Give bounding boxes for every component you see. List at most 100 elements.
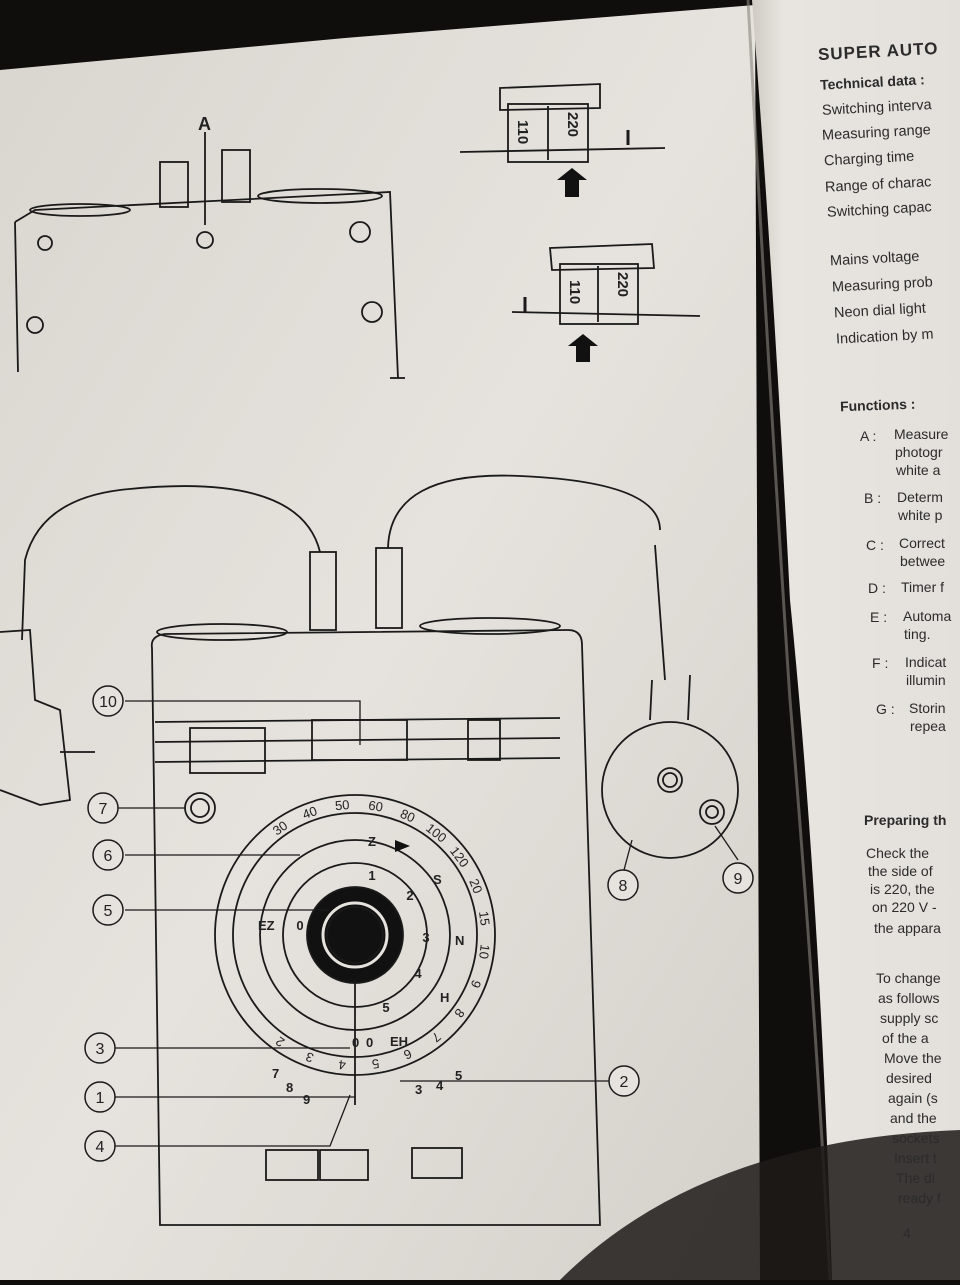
callout-5: 5 (104, 903, 113, 920)
dial-outer-number: 60 (367, 798, 384, 815)
preparing-heading: Preparing th (864, 812, 947, 828)
dial-outer-number: 4 (338, 1057, 347, 1073)
dial-letter-z: Z (368, 834, 376, 849)
change-line: Move the (884, 1050, 942, 1066)
function-line: white a (896, 462, 941, 478)
callout-8: 8 (619, 878, 628, 895)
left-page (0, 5, 760, 1280)
callout-2: 2 (620, 1074, 629, 1091)
probe-drawing (601, 544, 739, 859)
dial-outer-number: 30 (270, 818, 290, 839)
dial-inner-number: 3 (422, 930, 429, 945)
switch-label-220-lower: 220 (614, 272, 631, 297)
function-line: Measure (894, 426, 949, 442)
callout-1: 1 (96, 1090, 105, 1107)
dial-outer-number: 80 (398, 806, 417, 826)
switch-label-110-lower: 110 (566, 280, 583, 304)
dial-letter-h: H (440, 990, 449, 1005)
prep-line: Check the (866, 845, 930, 861)
dial-outer-number: 10 (476, 944, 493, 960)
change-line: sockets (892, 1130, 940, 1146)
callout-6: 6 (104, 848, 113, 865)
bottom-right-digit: 5 (455, 1068, 462, 1083)
dial-outer-number: 5 (371, 1056, 381, 1072)
change-line: again (s (888, 1090, 938, 1106)
function-line: Automa (903, 608, 952, 624)
dial-inner-number: 1 (368, 868, 375, 883)
page-number: 4 (903, 1225, 911, 1241)
voltage-switch-views (459, 83, 701, 325)
function-line: betwee (900, 553, 946, 569)
function-key: D : (868, 580, 886, 596)
callout-leaders (115, 700, 739, 1147)
label-a: A (198, 114, 211, 134)
shadow (560, 1130, 960, 1280)
bottom-left-digit: 7 (272, 1066, 279, 1081)
dial-outer-number: 3 (304, 1049, 316, 1066)
function-key: C : (866, 537, 884, 553)
dial-letter-eh: EH (390, 1034, 408, 1049)
change-line: ready f (898, 1190, 941, 1206)
page-gutter (746, 0, 832, 1281)
bottom-left-digit: 9 (303, 1092, 310, 1107)
dial-outer-number: 20 (466, 876, 485, 895)
dial-inner-number: 0 (296, 918, 303, 933)
switch-label-220-upper: 220 (564, 112, 581, 137)
prep-line: on 220 V - (872, 899, 937, 915)
function-key: A : (860, 428, 877, 444)
bottom-right-digit: 3 (415, 1082, 422, 1097)
prep-line: the appara (874, 920, 941, 936)
counter-digit: 0 (352, 1035, 359, 1050)
functions-heading: Functions : (839, 395, 916, 415)
function-key: B : (864, 490, 882, 506)
dial-letter-ez: EZ (258, 918, 275, 933)
function-key: G : (876, 701, 895, 717)
change-line: as follows (878, 990, 940, 1006)
dial-letter-s: S (433, 872, 442, 887)
dial-outer-number: 15 (476, 910, 493, 926)
function-line: photogr (895, 444, 943, 460)
function-line: ting. (904, 626, 931, 642)
callout-7: 7 (99, 801, 108, 818)
function-key: F : (872, 655, 889, 671)
callout-9: 9 (734, 871, 743, 888)
callout-3: 3 (96, 1041, 105, 1058)
function-line: white p (898, 507, 943, 523)
change-line: of the a (882, 1030, 929, 1046)
callout-circles (84, 685, 754, 1162)
function-line: Determ (897, 489, 943, 505)
dial-outer-number: 40 (300, 803, 319, 822)
bottom-left-digit: 8 (286, 1080, 293, 1095)
function-line: Correct (899, 535, 945, 551)
dial-inner-number: 4 (414, 966, 422, 981)
arrow-right-icon (395, 840, 410, 852)
function-line: Timer f (901, 579, 945, 595)
change-line: The di (896, 1170, 935, 1186)
function-line: Storin (909, 700, 946, 716)
function-line: Indicat (905, 654, 947, 670)
switch-label-110-upper: 110 (514, 120, 531, 144)
change-line: Insert t (894, 1150, 937, 1166)
change-line: To change (876, 970, 941, 986)
dial-letters: EZ S N H EH Z 0 0 7 8 9 3 4 5 (258, 834, 464, 1107)
dial-inner-number: 2 (406, 888, 413, 903)
prep-line: the side of (868, 863, 933, 879)
function-key: E : (870, 609, 888, 625)
arrow-up-icon (557, 168, 587, 197)
right-page (752, 0, 960, 1280)
function-line: illumin (906, 672, 946, 688)
dial-outer-number: 50 (334, 797, 350, 813)
function-line: repea (910, 718, 946, 734)
counter-digit: 0 (366, 1035, 373, 1050)
change-line: desired (886, 1070, 932, 1086)
callout-numbers: 10 7 6 5 3 1 4 2 8 9 (96, 694, 743, 1156)
change-line: and the (890, 1110, 937, 1126)
callout-10: 10 (99, 694, 117, 711)
device-front-drawing (0, 474, 661, 1226)
back-view-drawing (14, 132, 405, 379)
arrow-up-icon (568, 334, 598, 362)
